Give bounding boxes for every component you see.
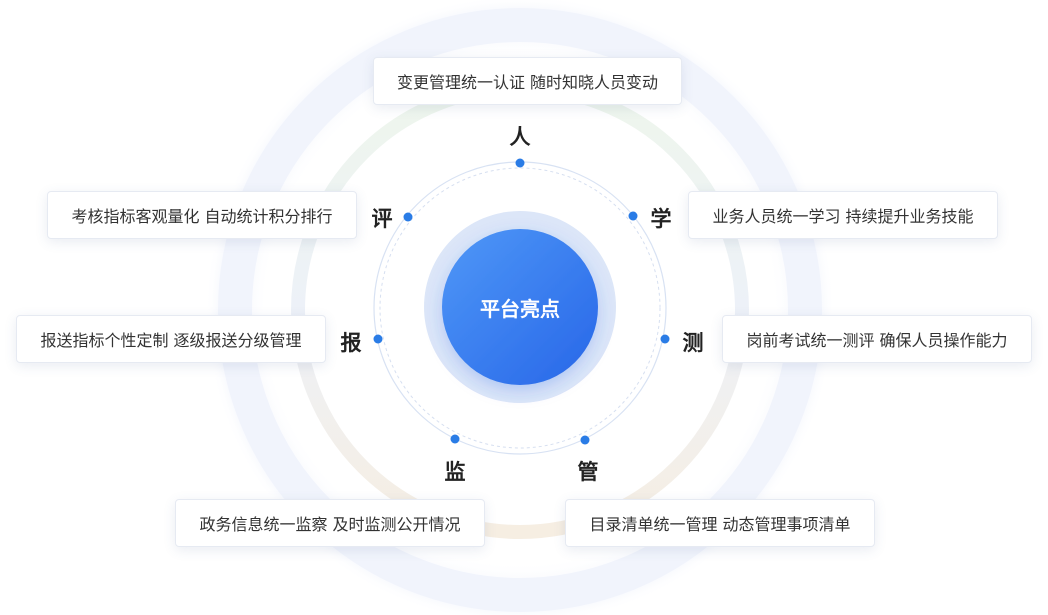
card-xue: 业务人员统一学习 持续提升业务技能 [688,191,998,239]
card-ping: 考核指标客观量化 自动统计积分排行 [47,191,357,239]
inner-dashed-ring [379,167,661,449]
card-guan: 目录清单统一管理 动态管理事项清单 [565,499,875,547]
dot-icon [628,211,638,221]
node-label-jian: 监 [444,460,466,484]
core-circle [442,229,598,385]
card-bao: 报送指标个性定制 逐级报送分级管理 [16,315,326,363]
dot-icon [580,435,590,445]
center-title: 平台亮点 [480,296,560,321]
dot-icon [660,334,670,344]
card-ce: 岗前考试统一测评 确保人员操作能力 [722,315,1032,363]
card-jian: 政务信息统一监察 及时监测公开情况 [175,499,485,547]
dot-icon [515,158,525,168]
outer-ring [218,8,822,612]
node-label-ren: 人 [509,125,531,149]
dot-icon [403,212,413,222]
node-label-xue: 学 [650,207,672,231]
dot-icon [373,334,383,344]
node-label-bao: 报 [340,331,362,355]
node-label-guan: 管 [577,460,599,484]
node-label-ce: 测 [682,331,704,355]
card-ren: 变更管理统一认证 随时知晓人员变动 [373,57,682,105]
node-label-ping: 评 [371,207,393,231]
dot-icon [450,434,460,444]
